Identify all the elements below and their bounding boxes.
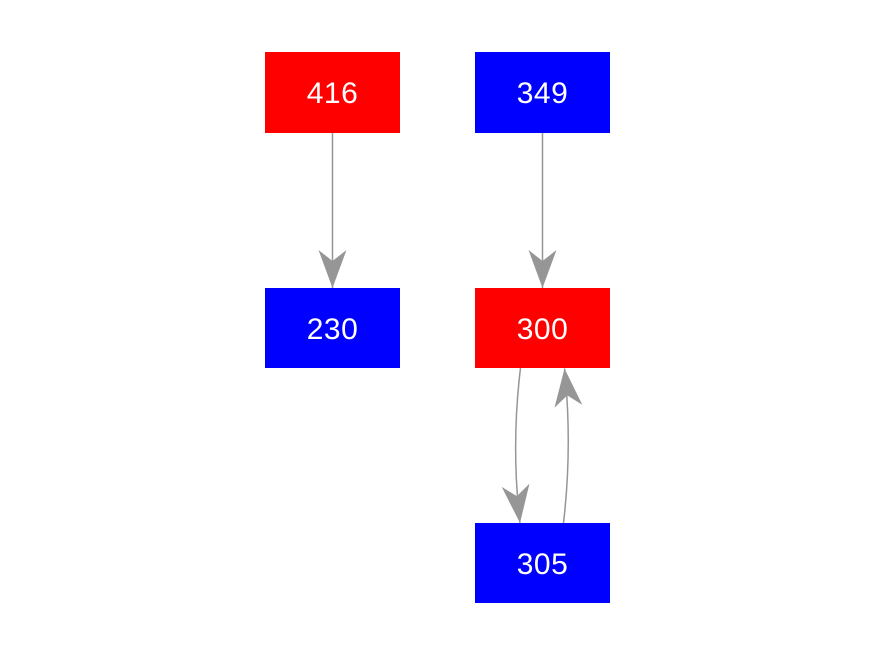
node-label: 416 xyxy=(306,77,359,110)
node-label: 230 xyxy=(306,312,359,346)
node-300: 300 xyxy=(475,288,610,368)
node-416: 416 xyxy=(265,52,400,133)
node-label: 305 xyxy=(516,547,569,581)
edge-300-to-305 xyxy=(501,367,530,524)
node-label: 349 xyxy=(516,77,569,110)
node-305: 305 xyxy=(475,523,610,603)
node-349: 349 xyxy=(475,52,610,133)
node-label: 300 xyxy=(516,312,569,346)
node-230: 230 xyxy=(265,288,400,368)
edge-305-to-300 xyxy=(554,368,583,524)
